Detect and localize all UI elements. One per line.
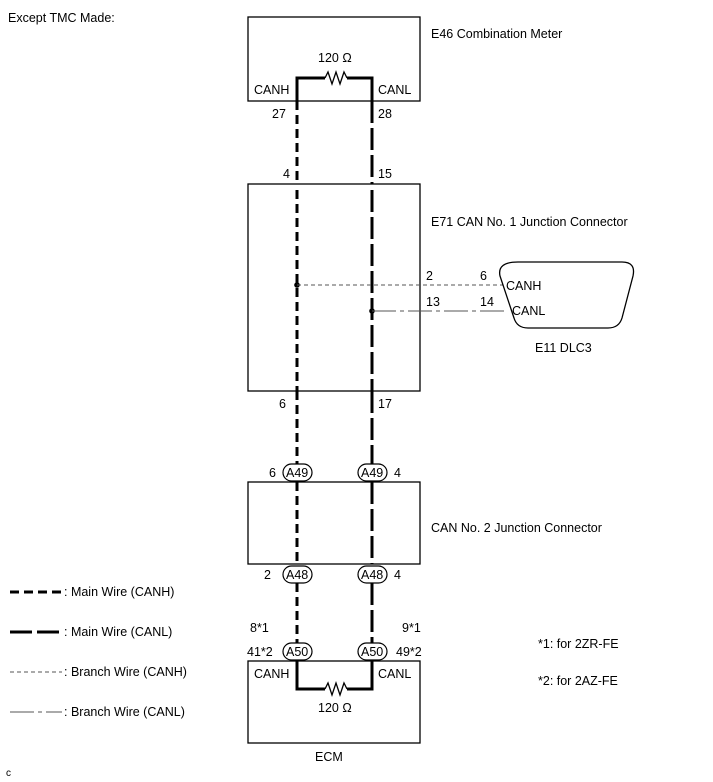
meter-pin-canl: 28: [378, 107, 392, 121]
ecm-pin-canl-2zr: 9*1: [402, 621, 421, 635]
ecm-canl-label: CANL: [378, 667, 411, 681]
jc1-label: E71 CAN No. 1 Junction Connector: [431, 215, 628, 229]
dlc-pin-canl: 14: [480, 295, 494, 309]
jc2-label: CAN No. 2 Junction Connector: [431, 521, 602, 535]
jc2-pin-bot-canl: 4: [394, 568, 401, 582]
meter-canl-label: CANL: [378, 83, 411, 97]
connector-a49-canl: [357, 463, 388, 482]
footnote-2az: *2: for 2AZ-FE: [538, 674, 618, 688]
connector-a50-canh-label: A50: [286, 645, 308, 659]
footnote-2zr: *1: for 2ZR-FE: [538, 637, 619, 651]
jc1-pin-bot-canl: 17: [378, 397, 392, 411]
header-note: Except TMC Made:: [8, 11, 115, 25]
corner-mark: c: [6, 768, 11, 779]
jc1-pin-top-canh: 4: [283, 167, 290, 181]
meter-resistor-value: 120 Ω: [318, 51, 352, 65]
legend-main-canh: : Main Wire (CANH): [64, 585, 174, 599]
connector-a49-canh: [282, 463, 313, 482]
ecm-pin-canl-2az: 49*2: [396, 645, 422, 659]
jc1-pin-branch-canh: 2: [426, 269, 433, 283]
ecm-terminating-resistor: [295, 661, 374, 698]
jc1-pin-bot-canh: 6: [279, 397, 286, 411]
jc2-pin-bot-canh: 2: [264, 568, 271, 582]
dlc-canl-label: CANL: [512, 304, 545, 318]
dlc3-connector-outline: [498, 261, 635, 329]
connector-a50-canh: [282, 642, 313, 661]
legend-branch-canh: : Branch Wire (CANH): [64, 665, 187, 679]
jc2-box: [247, 481, 421, 565]
legend-main-canl: : Main Wire (CANL): [64, 625, 172, 639]
jc1-pin-branch-canl: 13: [426, 295, 440, 309]
connector-a49-canl-label: A49: [361, 466, 383, 480]
combination-meter-label: E46 Combination Meter: [431, 27, 562, 41]
jc1-pin-top-canl: 15: [378, 167, 392, 181]
connector-a48-canl-label: A48: [361, 568, 383, 582]
meter-terminating-resistor: [295, 69, 374, 101]
ecm-canh-label: CANH: [254, 667, 289, 681]
jc2-pin-top-canl: 4: [394, 466, 401, 480]
meter-canh-label: CANH: [254, 83, 289, 97]
ecm-pin-canh-2zr: 8*1: [250, 621, 269, 635]
jc1-box: [247, 183, 421, 392]
connector-a48-canh-label: A48: [286, 568, 308, 582]
connector-a49-canh-label: A49: [286, 466, 308, 480]
dlc-pin-canh: 6: [480, 269, 487, 283]
dlc3-label: E11 DLC3: [535, 341, 592, 355]
connector-a50-canl: [357, 642, 388, 661]
ecm-box: [247, 660, 421, 744]
legend-branch-canl: : Branch Wire (CANL): [64, 705, 185, 719]
combination-meter-box: [247, 16, 421, 102]
meter-pin-canh: 27: [272, 107, 286, 121]
ecm-label: ECM: [315, 750, 343, 764]
connector-a50-canl-label: A50: [361, 645, 383, 659]
ecm-pin-canh-2az: 41*2: [247, 645, 273, 659]
jc2-pin-top-canh: 6: [269, 466, 276, 480]
dlc-canh-label: CANH: [506, 279, 541, 293]
ecm-resistor-value: 120 Ω: [318, 701, 352, 715]
